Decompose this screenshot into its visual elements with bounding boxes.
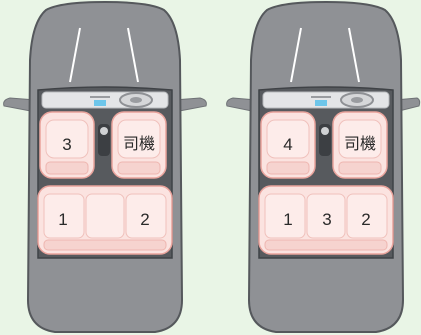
car-right-drawing: 4 司機 1 3 2	[225, 0, 421, 335]
car-left: 3 司機 1 2	[0, 0, 210, 335]
gear-knob-icon	[100, 127, 108, 135]
driver-seat-label: 司機	[344, 134, 376, 153]
rear-right-seat-label: 2	[361, 210, 370, 229]
rear-left-seat-label: 1	[283, 210, 292, 229]
car-left-drawing: 3 司機 1 2	[0, 0, 210, 335]
rear-right-seat-label: 2	[140, 210, 149, 229]
front-passenger-seat-label: 4	[283, 135, 292, 154]
gear-knob-icon	[321, 127, 329, 135]
dashboard-display-icon	[94, 100, 106, 106]
dashboard-display-icon	[315, 100, 327, 106]
rear-left-seat-label: 1	[58, 210, 67, 229]
front-passenger-seat-label: 3	[62, 135, 71, 154]
steering-hub-icon	[130, 97, 142, 103]
rear-middle-seat-label: 3	[322, 210, 331, 229]
driver-seat-label: 司機	[123, 134, 155, 153]
car-right: 4 司機 1 3 2	[225, 0, 421, 335]
steering-hub-icon	[351, 97, 363, 103]
